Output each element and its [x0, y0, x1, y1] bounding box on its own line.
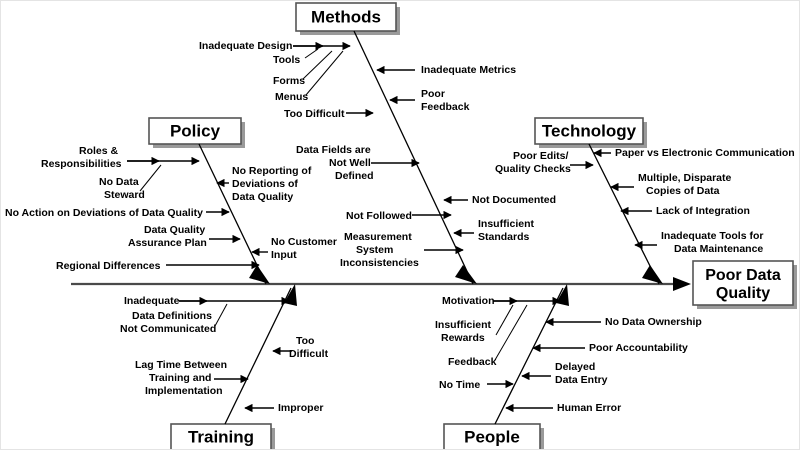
rib-training	[224, 287, 292, 425]
cause-regional: Regional Differences	[56, 260, 161, 272]
cause-tools: Tools	[273, 54, 300, 66]
cause-data-fields-l1: Data Fields are	[296, 144, 371, 156]
category-label-technology: Technology	[542, 121, 637, 140]
cause-no-customer-l2: Input	[271, 249, 297, 261]
cause-measurement-l2: System	[356, 244, 393, 256]
category-label-policy: Policy	[170, 121, 221, 140]
cause-dq-plan-l2: Assurance Plan	[128, 237, 207, 249]
rib-policy	[198, 143, 267, 285]
leader-feedback-people	[494, 304, 528, 361]
cause-poor-edits-l2: Quality Checks	[495, 163, 571, 175]
rib-policy-arrowhead	[249, 265, 270, 284]
cause-inadequate-metrics: Inadequate Metrics	[421, 64, 516, 76]
leader-insufficient-rewards	[495, 304, 514, 336]
cause-steward-l2: Steward	[104, 189, 145, 201]
rib-people-arrowhead	[556, 284, 569, 306]
effect-label-line2: Quality	[716, 285, 770, 302]
cause-too-difficult-training-l2: Difficult	[289, 348, 329, 360]
leader-steward	[139, 164, 162, 192]
rib-methods-arrowhead	[455, 265, 477, 284]
cause-menus: Menus	[275, 91, 308, 103]
leader-forms	[302, 50, 333, 80]
cause-delayed-l2: Data Entry	[555, 374, 608, 386]
effect-box: Poor Data Quality	[692, 260, 797, 309]
effect-label-line1: Poor Data	[705, 267, 781, 284]
cause-insufficient-standards-l1: Insufficient	[478, 218, 535, 230]
cause-no-customer-l1: No Customer	[271, 236, 337, 248]
cause-data-fields-l2: Not Well	[329, 157, 371, 169]
branch-technology: Technology Poor Edits/ Quality Checks Pa…	[495, 117, 795, 285]
cause-delayed-l1: Delayed	[555, 361, 595, 373]
cause-no-time: No Time	[439, 379, 480, 391]
cause-lag-time-l3: Implementation	[145, 385, 223, 397]
leader-tools	[304, 48, 319, 59]
cause-data-fields-l3: Defined	[335, 170, 374, 182]
branch-people: People Motivation Insufficient Rewards F…	[435, 284, 702, 449]
leader-data-defs	[214, 303, 228, 327]
cause-multiple-l2: Copies of Data	[646, 185, 720, 197]
cause-no-reporting-l2: Deviations of	[232, 178, 298, 190]
rib-technology-arrowhead	[642, 265, 663, 284]
rib-technology	[588, 143, 660, 285]
cause-measurement-l3: Inconsistencies	[340, 257, 419, 269]
cause-feedback-people: Feedback	[448, 356, 497, 368]
cause-no-reporting-l1: No Reporting of	[232, 165, 312, 177]
cause-data-defs-l2: Not Communicated	[120, 323, 216, 335]
cause-inadequate-training: Inadequate	[124, 295, 180, 307]
cause-poor-edits-l1: Poor Edits/	[513, 150, 569, 162]
cause-multiple-l1: Multiple, Disparate	[638, 172, 732, 184]
cause-dq-plan-l1: Data Quality	[144, 224, 205, 236]
leader-menus	[305, 50, 344, 96]
cause-lag-time-l1: Lag Time Between	[135, 359, 227, 371]
cause-inadequate-tools-l1: Inadequate Tools for	[661, 230, 763, 242]
cause-too-difficult-training-l1: Too	[296, 335, 314, 347]
cause-insufficient-rewards-l2: Rewards	[441, 332, 485, 344]
cause-poor-feedback-l1: Poor	[421, 88, 445, 100]
branch-training: Training Inadequate Data Definitions Not…	[120, 284, 329, 449]
cause-roles-l1: Roles &	[79, 145, 119, 157]
spine-arrowhead	[673, 277, 691, 291]
cause-not-documented: Not Documented	[472, 194, 556, 206]
cause-no-action: No Action on Deviations of Data Quality	[5, 207, 203, 219]
cause-poor-accountability: Poor Accountability	[589, 342, 688, 354]
cause-forms: Forms	[273, 75, 305, 87]
rib-training-arrowhead	[284, 284, 297, 306]
cause-paper-vs-electronic: Paper vs Electronic Communication	[615, 147, 795, 159]
category-label-methods: Methods	[311, 7, 381, 26]
cause-motivation: Motivation	[442, 295, 495, 307]
cause-poor-feedback-l2: Feedback	[421, 101, 470, 113]
spine-group	[71, 277, 691, 291]
branch-policy: Policy Roles & Responsibilities No Data …	[5, 117, 337, 285]
cause-no-data-ownership: No Data Ownership	[605, 316, 702, 328]
cause-improper: Improper	[278, 402, 324, 414]
cause-steward-l1: No Data	[99, 176, 139, 188]
cause-roles-l2: Responsibilities	[41, 158, 122, 170]
cause-no-reporting-l3: Data Quality	[232, 191, 293, 203]
cause-measurement-l1: Measurement	[344, 231, 412, 243]
cause-insufficient-standards-l2: Standards	[478, 231, 530, 243]
branch-methods: Methods Inadequate Design Tools Forms Me…	[199, 2, 556, 285]
rib-people	[494, 287, 564, 425]
cause-human-error: Human Error	[557, 402, 621, 414]
category-label-people: People	[464, 427, 520, 446]
cause-insufficient-rewards-l1: Insufficient	[435, 319, 492, 331]
cause-data-defs-l1: Data Definitions	[132, 310, 212, 322]
rib-methods	[353, 30, 474, 285]
cause-too-difficult-methods: Too Difficult	[284, 108, 345, 120]
cause-lack-integration: Lack of Integration	[656, 205, 750, 217]
cause-lag-time-l2: Training and	[149, 372, 211, 384]
cause-not-followed: Not Followed	[346, 210, 412, 222]
cause-inadequate-tools-l2: Data Maintenance	[674, 243, 763, 255]
cause-inadequate-design: Inadequate Design	[199, 40, 292, 52]
category-label-training: Training	[188, 427, 254, 446]
